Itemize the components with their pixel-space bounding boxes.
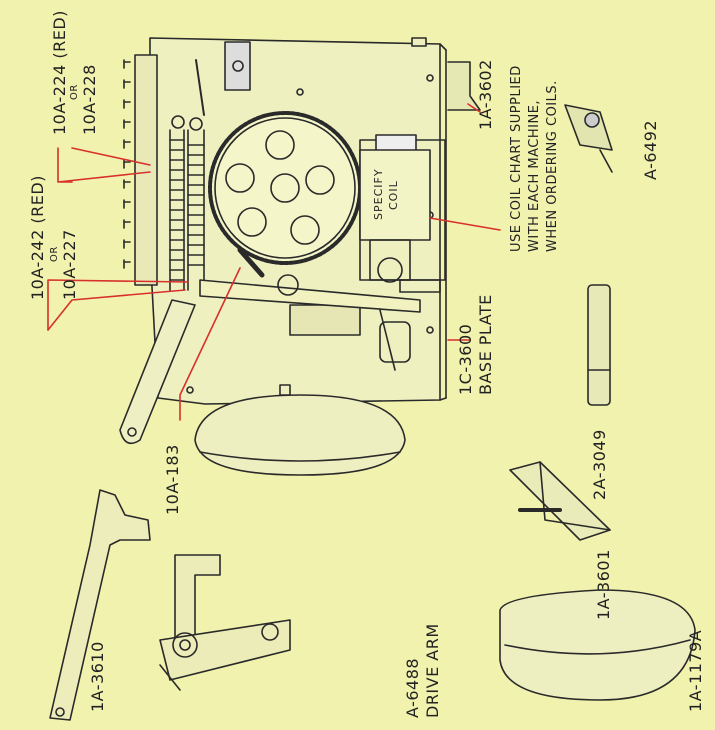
lever-drawing (119, 299, 196, 445)
gear-drawing (208, 111, 362, 265)
coil-label-specify: SPECIFY (372, 168, 385, 220)
label-base-plate: BASE PLATE (476, 294, 495, 395)
part-a6492-drawing (564, 104, 613, 173)
label-a-6488: A-6488 (403, 657, 422, 718)
label-10a-224: 10A-224 (RED) (50, 10, 69, 135)
label-2a-3049: 2A-3049 (590, 429, 609, 500)
drive-arm-drawing (159, 554, 291, 691)
label-drive-arm: DRIVE ARM (423, 623, 442, 718)
coil-note-line-2: WITH EACH MACHINE, (527, 99, 542, 252)
coil-label-coil: COIL (387, 180, 400, 210)
coil-note-line-3: WHEN ORDERING COILS. (545, 80, 560, 252)
bell-drawing (194, 384, 406, 476)
coil-drawing (359, 149, 431, 283)
coil-note-line-1: USE COIL CHART SUPPLIED (509, 65, 524, 252)
label-or-1: OR (69, 84, 80, 100)
label-1a-1179a: 1A-1179A (686, 629, 705, 712)
label-10a-228: 10A-228 (80, 64, 99, 135)
springs-drawing (169, 59, 205, 291)
label-1a-3601: 1A-3601 (594, 549, 613, 620)
label-10a-227: 10A-227 (60, 229, 79, 300)
label-or-2: OR (49, 246, 60, 262)
bell-1a1179a-drawing (499, 589, 696, 701)
red-leader-lines (47, 103, 501, 421)
bracket-ia3602-drawing (447, 61, 481, 111)
label-1a-3602: 1A-3602 (476, 59, 495, 130)
label-a-6492: A-6492 (641, 119, 660, 180)
bracket-1a3601-drawing (509, 461, 611, 541)
label-1c-3600: 1C-3600 (456, 323, 475, 395)
label-10a-242: 10A-242 (RED) (28, 175, 47, 300)
arm-1a3610-drawing (49, 489, 151, 721)
pin-2a3049-drawing (587, 284, 611, 406)
linkage-drawing (199, 247, 421, 371)
terminal-strip-drawing (123, 54, 158, 286)
label-1a-3610: 1A-3610 (88, 641, 107, 712)
label-10a-183: 10A-183 (163, 444, 182, 515)
